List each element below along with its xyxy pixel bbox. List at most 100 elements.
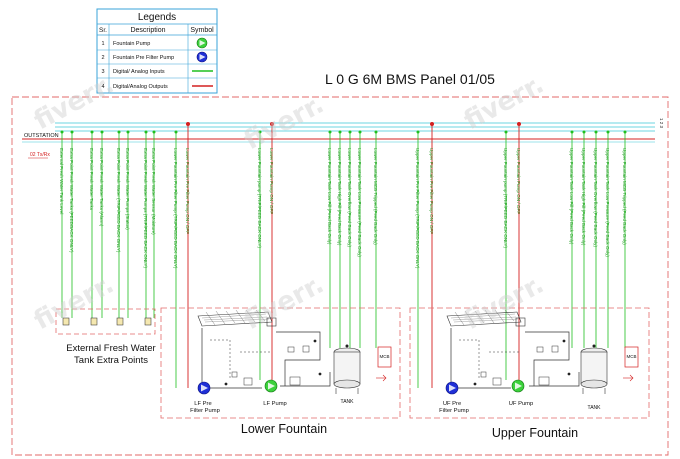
point-label: Extra Point Fresh Water Sensor (Moisture…	[151, 148, 156, 235]
bus-connection-dot	[126, 130, 130, 134]
point-label: Upper Fountain pump (TRIP/FEED BACK ONLY…	[503, 148, 508, 248]
bus-connection-dot	[174, 130, 178, 134]
legend-row-sr: 4	[101, 84, 104, 90]
upper-mcb-label: MCB	[627, 354, 637, 359]
bus-connection-dot	[594, 130, 598, 134]
legends-col-description: Description	[130, 27, 165, 34]
fountain-pump-icon	[511, 379, 525, 393]
bus-connection-dot	[374, 130, 378, 134]
lower-prefilter-label: LF Pre	[194, 401, 211, 407]
bus-connection-dot	[582, 130, 586, 134]
bus-connection-dot	[186, 122, 190, 126]
watermark-text: fiverr.	[239, 89, 329, 156]
fountain-pump-icon	[264, 379, 278, 393]
point-label: Extra Point Fresh Water Tanks (Alarm)	[99, 148, 104, 227]
point-label: Lower Fountain Tank High Fill (Feed Back…	[337, 148, 342, 246]
bus-connection-dot	[517, 122, 521, 126]
lower-fountain-title: Lower Fountain	[241, 422, 327, 436]
point-label: Upper Fountain Tank Low Pressure (Feed B…	[605, 148, 610, 257]
bus-connection-dot	[70, 130, 74, 134]
upper-fountain-title: Upper Fountain	[492, 426, 578, 440]
bus-connection-dot	[570, 130, 574, 134]
external-tank-box	[55, 308, 156, 335]
bus-connection-dot	[117, 130, 121, 134]
diagram-title: L 0 G 6M BMS Panel 01/05	[325, 71, 495, 87]
mcb-icon	[377, 346, 392, 368]
legend-row-sr: 1	[101, 41, 104, 47]
bus-connection-dot	[348, 130, 352, 134]
legends-col-sr: Sr.	[99, 27, 107, 34]
bus-connection-dot	[258, 130, 262, 134]
bus-connection-dot	[430, 122, 434, 126]
point-label: Extra Point Fresh Water Tanks (FEEDBACK …	[69, 148, 74, 253]
point-label: Lower Fountain pump (TRIP/FEED BACK ONLY…	[257, 148, 262, 248]
point-label: Lower Fountain Tank Low Fill (Feed Back …	[327, 148, 332, 245]
mcb-icon	[624, 346, 639, 368]
panel-boundary	[11, 96, 669, 456]
external-label-line2: Tank Extra Points	[74, 355, 148, 366]
point-label: Upper Fountain Tank Overflow (Feed Back …	[593, 148, 598, 247]
right-tag: 1 2 3	[659, 118, 664, 129]
point-label: Lower Fountain Tank Low Pressure (Feed B…	[357, 148, 362, 257]
lower-tank-label: TANK	[341, 399, 355, 405]
upper-prefilter-label: Filter Pump	[439, 408, 469, 414]
point-label: Lower Fountain Pre Filter Pump ON / OFF	[185, 148, 190, 234]
point-label: Extra Point Fresh Water (TRIP/FEED BACK …	[116, 148, 121, 253]
external-label-line1: External Fresh Water	[66, 343, 155, 354]
point-label: External Fresh Water Tank Level	[59, 148, 64, 214]
lower-pump-label: LF Pump	[263, 401, 287, 407]
pre-filter-pump-icon	[196, 51, 208, 63]
pre-filter-pump-icon	[197, 381, 211, 395]
point-label: Lower Fountain Pre Filter Pump (TRIP/FEE…	[173, 148, 178, 269]
point-label: Lower Fountain Pump ON / OFF	[269, 148, 274, 214]
legend-row-description: Digital/Analog Outputs	[113, 84, 168, 90]
bus-connection-dot	[60, 130, 64, 134]
legends-col-symbol: Symbol	[190, 27, 214, 34]
upper-points-group: Upper Fountain Pre Filter Pump (TRIP/FEE…	[415, 122, 627, 388]
legend-row-description: Digital/ Analog Inputs	[113, 69, 165, 75]
bus-connection-dot	[328, 130, 332, 134]
point-label: Extra Point Fresh Water Pumps (Status)	[125, 148, 130, 230]
bus-connection-dot	[623, 130, 627, 134]
legend-row-description: Fountain Pump	[113, 41, 150, 47]
point-label: Lower Fountain MCB Tripped (Feed Back On…	[373, 148, 378, 245]
point-label: Upper Fountain Pump ON / OFF	[516, 148, 521, 214]
upper-fountain-plant	[409, 307, 650, 419]
point-label: Upper Fountain MCB Tripped (Feed Back On…	[622, 148, 627, 245]
bus-label: 02 Tx/Rx	[30, 152, 50, 158]
watermark-text: fiverr.	[239, 269, 329, 336]
watermark-layer: fiverr.fiverr.fiverr.fiverr.fiverr.fiver…	[29, 69, 549, 336]
legend-row-sr: 2	[101, 55, 104, 61]
outstation-label: OUTSTATION	[24, 133, 59, 139]
point-label: Upper Fountain Pre Filter Pump (TRIP/FEE…	[415, 148, 420, 269]
bus-connection-dot	[358, 130, 362, 134]
external-points-group: External Fresh Water Tank Level Extra Poi…	[59, 130, 156, 318]
bus-connection-dot	[152, 130, 156, 134]
terminal-icon	[62, 317, 152, 326]
lower-mcb-label: MCB	[380, 354, 390, 359]
lower-prefilter-label: Filter Pump	[190, 408, 220, 414]
outstation-bus	[22, 122, 655, 143]
watermark-text: fiverr.	[29, 69, 119, 136]
watermark-text: fiverr.	[29, 269, 119, 336]
bus-connection-dot	[144, 130, 148, 134]
legend-row-description: Fountain Pre Filter Pump	[113, 55, 174, 61]
upper-pump-label: UF Pump	[509, 401, 533, 407]
point-label: Lower Fountain Tank Overflow (Feed Back …	[347, 148, 352, 247]
point-label: Upper Fountain Tank Low Fill (Feed Back …	[569, 148, 574, 245]
bus-connection-dot	[338, 130, 342, 134]
point-label: Extra Point Fresh Water Tanks	[89, 148, 94, 211]
legends-table: Legends Sr. Description Symbol 1 Fountai…	[96, 8, 218, 94]
watermark-text: fiverr.	[459, 269, 549, 336]
bus-connection-dot	[504, 130, 508, 134]
point-label: Extra Point Fresh Water Pumps (TRIP/FEED…	[143, 148, 148, 268]
legend-row-sr: 3	[101, 69, 104, 75]
bus-connection-dot	[100, 130, 104, 134]
point-label: Upper Fountain Tank High Fill (Feed Back…	[581, 148, 586, 246]
tank-icon	[580, 344, 608, 394]
upper-prefilter-label: UF Pre	[443, 401, 461, 407]
bus-connection-dot	[606, 130, 610, 134]
pre-filter-pump-icon	[445, 381, 459, 395]
fountain-pump-icon	[196, 37, 208, 49]
